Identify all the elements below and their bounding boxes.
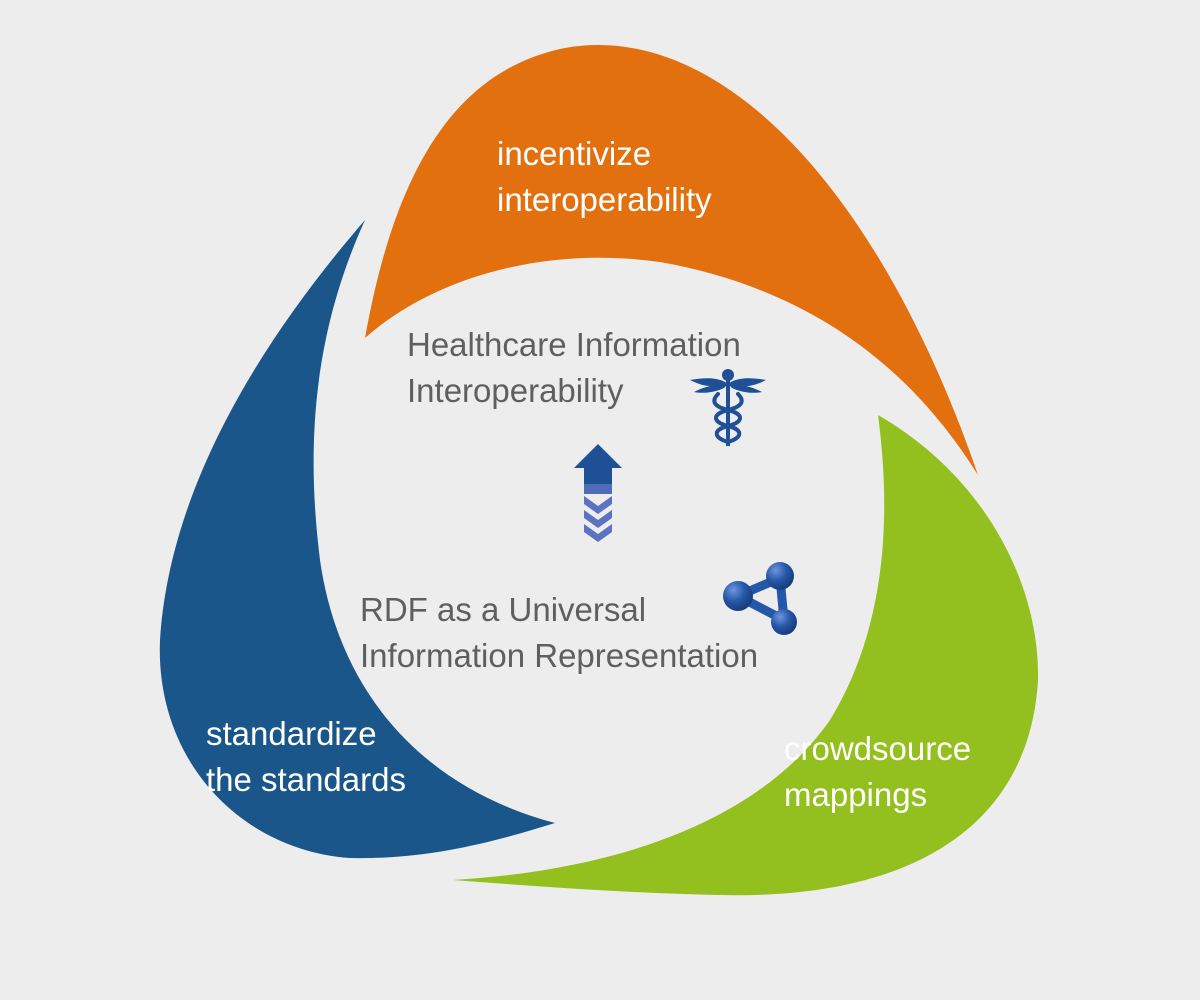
up-arrow-icon bbox=[574, 444, 622, 542]
segment-top-label-line-1: incentivize bbox=[497, 135, 652, 172]
foundation-label-line-2: Information Representation bbox=[360, 637, 759, 674]
segment-right-label: crowdsource mappings bbox=[784, 726, 971, 818]
segment-left-label-line-1: standardize bbox=[206, 715, 377, 752]
rdf-graph-icon bbox=[723, 562, 797, 635]
segment-left-label-line-2: the standards bbox=[206, 761, 406, 798]
segment-left bbox=[159, 220, 555, 859]
segment-right-label-line-1: crowdsource bbox=[784, 730, 972, 767]
caduceus-icon bbox=[690, 369, 766, 446]
segment-top-label-line-2: interoperability bbox=[497, 181, 712, 218]
segment-top-label: incentivize interoperability bbox=[497, 131, 712, 223]
foundation-label-line-1: RDF as a Universal bbox=[360, 591, 647, 628]
goal-label-line-1: Healthcare Information bbox=[407, 326, 741, 363]
goal-label-line-2: Interoperability bbox=[407, 372, 624, 409]
segment-left-label: standardize the standards bbox=[206, 711, 406, 803]
foundation-label: RDF as a Universal Information Represent… bbox=[360, 587, 758, 679]
segment-right bbox=[453, 415, 1039, 896]
segment-top bbox=[365, 45, 978, 475]
segment-right-label-line-2: mappings bbox=[784, 776, 928, 813]
goal-label: Healthcare Information Interoperability bbox=[407, 322, 741, 414]
